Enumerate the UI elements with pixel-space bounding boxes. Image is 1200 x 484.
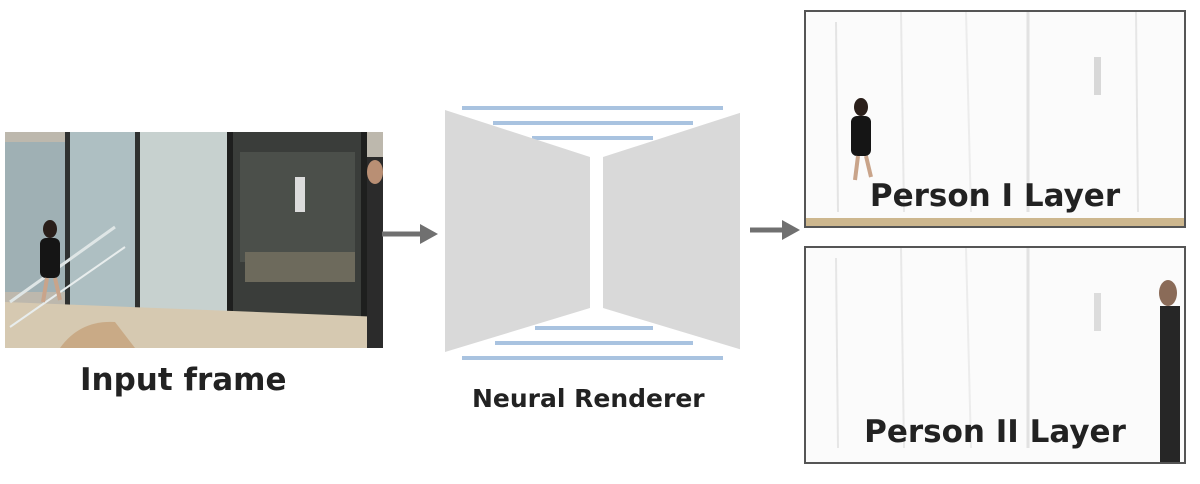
encoder-shape [445, 110, 590, 352]
input-frame-image [5, 132, 383, 348]
person-1-layer-label: Person I Layer [869, 178, 1121, 214]
person-1-layer-image [806, 12, 1184, 226]
decoder-shape [603, 112, 740, 350]
input-frame-label: Input frame [80, 362, 287, 398]
neural-renderer-diagram [445, 106, 740, 360]
person-2-layer-panel: Person II Layer [804, 246, 1186, 464]
input-frame-scene [5, 132, 383, 348]
person-1-layer-panel: Person I Layer [804, 10, 1186, 228]
neural-renderer-label: Neural Renderer [472, 384, 705, 413]
arrow-to-renderer [382, 224, 438, 244]
person-2-layer-label: Person II Layer [864, 414, 1126, 450]
arrow-to-layers [750, 220, 800, 240]
person-2-layer-image [806, 248, 1184, 462]
